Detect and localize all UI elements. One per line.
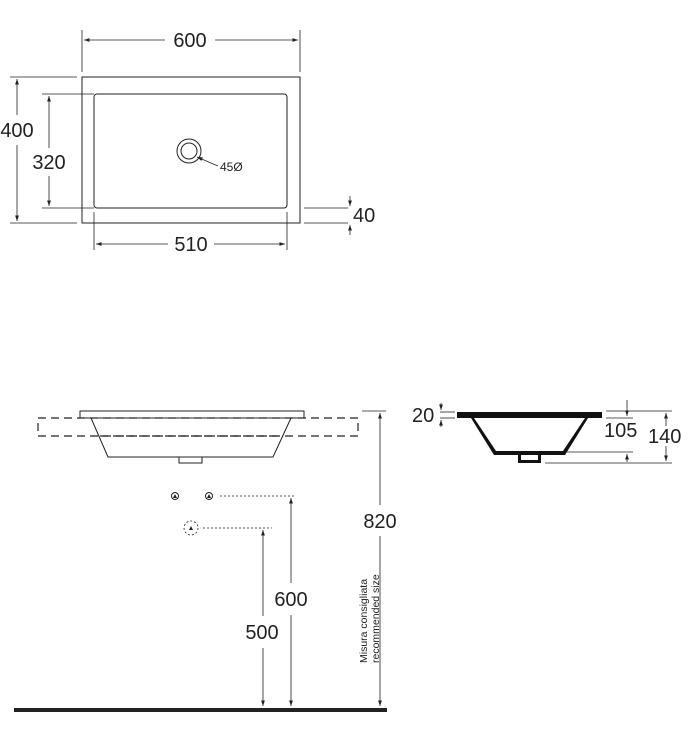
countertop-dashed	[37, 417, 359, 437]
recommended-note-line1: Misura consigliata	[358, 579, 370, 663]
basin-outline-top	[81, 76, 301, 224]
drain-outer-circle	[176, 138, 202, 164]
width-600-label: 600	[173, 30, 206, 52]
drain-diameter-label: 45Ø	[220, 160, 243, 174]
basin-body-front	[90, 417, 292, 458]
bowl-depth-105-label: 105	[604, 420, 637, 442]
waste-height-500-label: 500	[245, 622, 278, 644]
top-view: 45Ø 600 400 320 510 40	[0, 30, 375, 256]
front-view: 600 500 820 Misura consigliata recommend…	[14, 410, 397, 712]
floor-line	[14, 708, 387, 712]
bowl-depth-320-label: 320	[32, 152, 65, 174]
tap-height-600-label: 600	[274, 589, 307, 611]
mounting-height-820-label: 820	[363, 511, 396, 533]
bowl-width-510-label: 510	[174, 234, 207, 256]
bowl-outline-top	[93, 93, 288, 209]
depth-400-label: 400	[0, 120, 33, 142]
total-height-140-label: 140	[648, 426, 681, 448]
drain-outlet-front	[178, 456, 203, 464]
recommended-note-line2: recommended size	[370, 574, 382, 663]
basin-rim-front	[79, 410, 305, 419]
waste-outlet-icon	[183, 520, 199, 536]
rim-offset-40-label: 40	[353, 205, 375, 227]
drain-inner-circle	[180, 142, 198, 160]
rim-thickness-20-label: 20	[412, 405, 434, 427]
section-view: 20 105 140	[412, 400, 681, 464]
tap-connection-left-icon	[171, 492, 179, 500]
drain-leader	[196, 156, 219, 167]
tap-connection-right-icon	[205, 492, 213, 500]
